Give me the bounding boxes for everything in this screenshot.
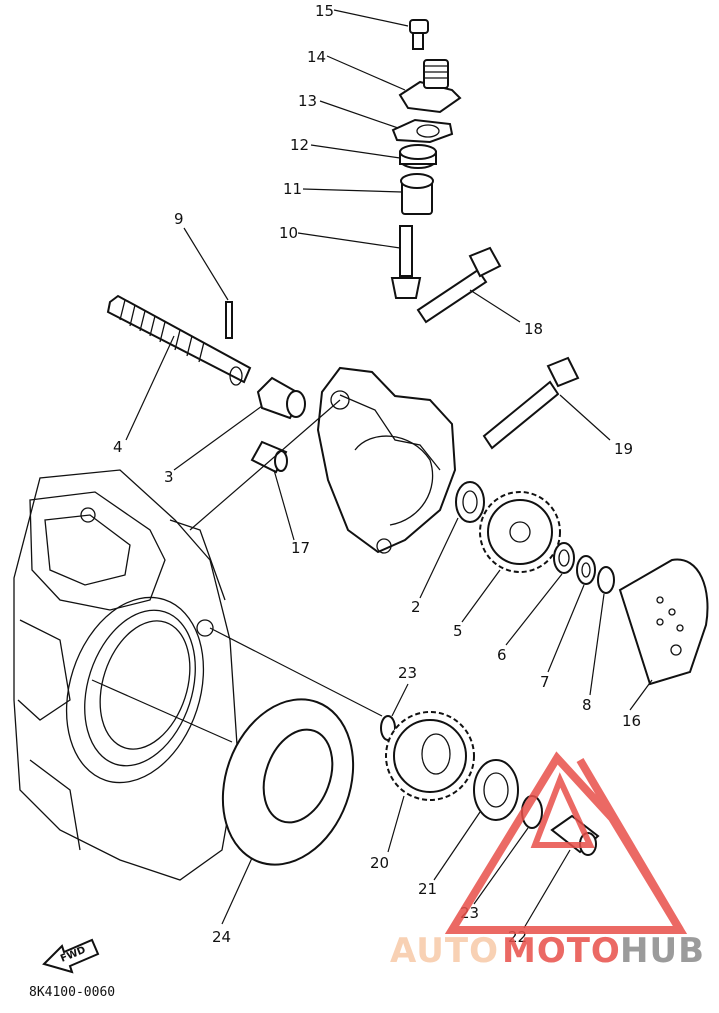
part-8-clip bbox=[597, 566, 615, 594]
part-17-dowel bbox=[250, 440, 288, 474]
crankcase-illustration bbox=[13, 469, 239, 881]
callout-7: 7 bbox=[540, 673, 550, 691]
watermark-word-3: HUB bbox=[620, 931, 705, 971]
part-12-seal bbox=[399, 144, 437, 169]
part-16-plate bbox=[618, 558, 709, 686]
callout-8: 8 bbox=[582, 696, 592, 714]
callout-6: 6 bbox=[497, 646, 507, 664]
callout-17: 17 bbox=[291, 539, 310, 557]
callout-18: 18 bbox=[524, 320, 543, 338]
part-6-washer bbox=[553, 542, 575, 574]
callout-11: 11 bbox=[283, 180, 302, 198]
callout-4: 4 bbox=[113, 438, 123, 456]
part-2-washer bbox=[455, 481, 485, 523]
part-20-gear bbox=[385, 711, 475, 801]
callout-2: 2 bbox=[411, 598, 421, 616]
callout-14: 14 bbox=[307, 48, 326, 66]
callout-21: 21 bbox=[418, 880, 437, 898]
leader-lines bbox=[91, 9, 653, 929]
callout-9: 9 bbox=[174, 210, 184, 228]
part-13-gasket bbox=[391, 118, 454, 144]
watermark-word-1: AUTO bbox=[390, 931, 499, 971]
fwd-arrow-icon: FWD bbox=[42, 938, 100, 974]
part-4-shaft bbox=[106, 294, 252, 386]
part-24-oil-seal bbox=[221, 698, 355, 866]
part-19-bolt bbox=[482, 356, 580, 450]
part-7-washer bbox=[576, 555, 596, 585]
drawing-code: 8K4100-0060 bbox=[29, 985, 115, 1000]
callout-5: 5 bbox=[453, 622, 463, 640]
part-3-bushing bbox=[256, 376, 306, 420]
callout-15: 15 bbox=[315, 2, 334, 20]
callout-12: 12 bbox=[290, 136, 309, 154]
part-10-driven-gear bbox=[390, 225, 422, 299]
part-15-screw bbox=[409, 19, 429, 50]
part-9-pin bbox=[225, 301, 233, 339]
callout-16: 16 bbox=[622, 712, 641, 730]
automotohub-logo: AUTO MOTO HUB bbox=[390, 751, 705, 971]
gear-cover bbox=[316, 366, 457, 554]
part-21-bearing bbox=[473, 759, 519, 821]
part-11-sleeve bbox=[400, 173, 434, 215]
part-18-bolt bbox=[416, 246, 502, 324]
part-5-gear bbox=[479, 491, 561, 573]
part-22-pin bbox=[550, 814, 600, 856]
part-14-housing bbox=[398, 59, 462, 114]
callout-20: 20 bbox=[370, 854, 389, 872]
callout-13: 13 bbox=[298, 92, 317, 110]
callout-19: 19 bbox=[614, 440, 633, 458]
callout-10: 10 bbox=[279, 224, 298, 242]
callout-23-upper: 23 bbox=[398, 664, 417, 682]
watermark-word-2: MOTO bbox=[502, 931, 621, 971]
callout-24: 24 bbox=[212, 928, 231, 946]
callout-3: 3 bbox=[164, 468, 174, 486]
callout-labels: 15 14 13 12 11 10 9 18 4 3 19 17 2 5 6 7… bbox=[113, 2, 641, 946]
